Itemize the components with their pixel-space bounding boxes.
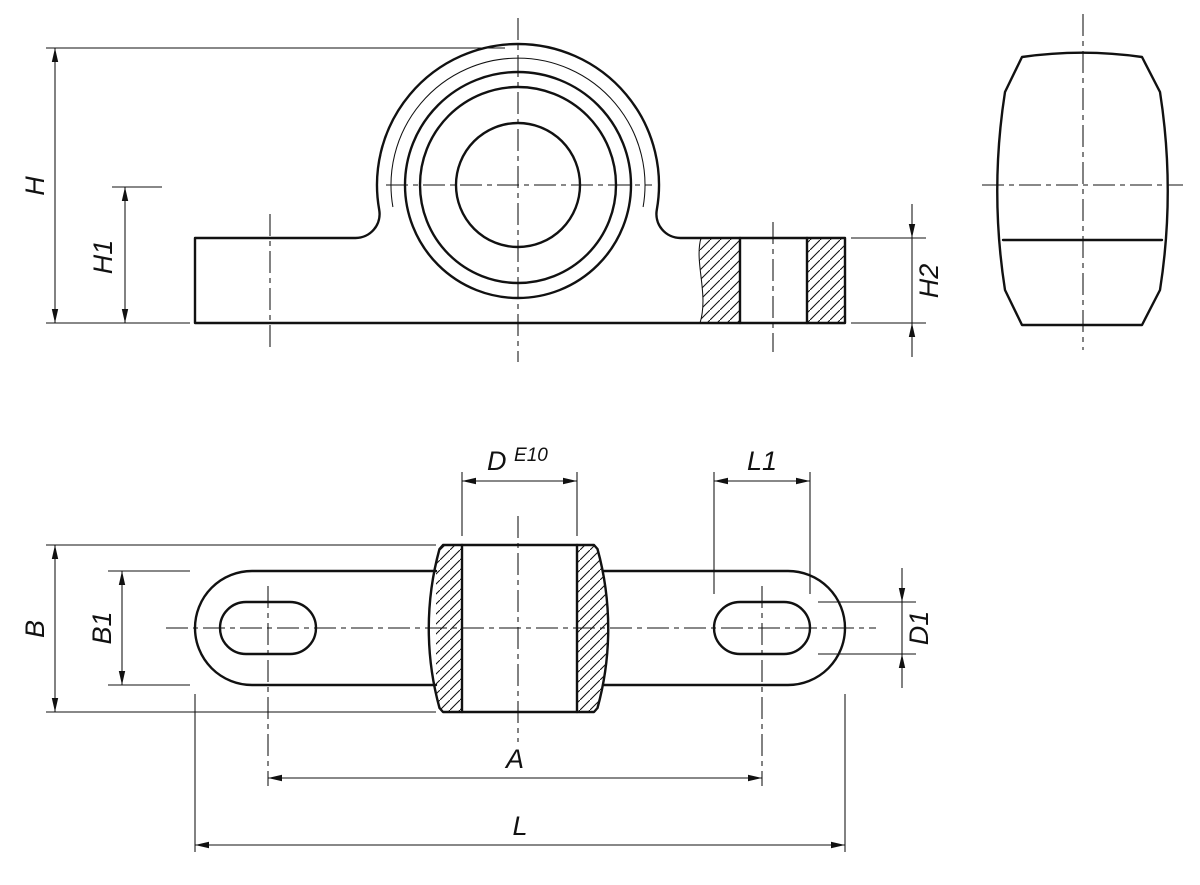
- dimensions: H H1 H2 B B1 D1 D E10 L1 A L: [20, 47, 944, 852]
- dim-label-l: L: [512, 811, 527, 841]
- section-hatch-right: [807, 238, 845, 323]
- dim-label-b: B: [20, 620, 50, 638]
- dim-label-d1: D1: [904, 611, 934, 646]
- dim-label-b1: B1: [87, 611, 117, 644]
- dim-label-h2: H2: [914, 264, 944, 299]
- top-view: [166, 516, 876, 786]
- dim-label-h1: H1: [88, 240, 118, 275]
- right-slot-outline: [712, 600, 812, 656]
- front-housing-outline: [193, 42, 847, 325]
- dim-label-d-main: D: [487, 446, 507, 476]
- dim-label-d-tolerance: E10: [514, 445, 548, 466]
- section-hatch-left: [699, 238, 740, 323]
- dim-label-h: H: [20, 176, 50, 196]
- side-view: [982, 14, 1183, 350]
- dim-label-d: D E10: [487, 445, 548, 476]
- dim-label-a: A: [504, 744, 524, 774]
- left-slot-outline: [218, 600, 318, 656]
- dim-label-l1: L1: [747, 446, 777, 476]
- side-view-outline: [996, 51, 1169, 327]
- front-view: [193, 18, 847, 362]
